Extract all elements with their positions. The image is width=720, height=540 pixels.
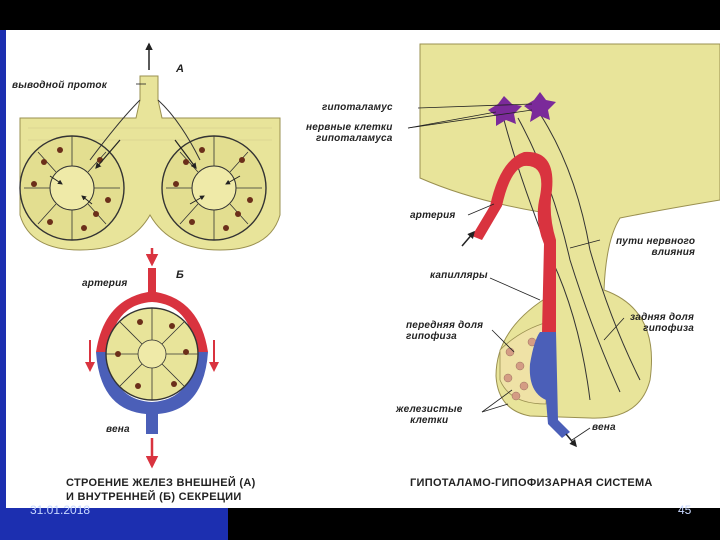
exocrine-gland-diagram xyxy=(19,42,281,251)
slide-date: 31.01.2018 xyxy=(30,503,91,517)
label-nerve-paths: пути нервного влияния xyxy=(616,236,696,258)
label-artery-b: артерия xyxy=(82,278,128,289)
label-anterior-lobe: передняя доля гипофиза xyxy=(406,320,484,342)
right-caption: ГИПОТАЛАМО-ГИПОФИЗАРНАЯ СИСТЕМА xyxy=(410,477,653,489)
label-vein-right: вена xyxy=(592,422,616,433)
label-posterior-lobe: задняя доля гипофиза xyxy=(630,312,695,334)
label-glandular-cells: железистые клетки xyxy=(396,404,463,426)
label-excretory-duct: выводной проток xyxy=(12,80,107,91)
label-nerve-cells: нервные клетки гипоталамуса xyxy=(306,122,393,144)
label-vein-b: вена xyxy=(106,424,130,435)
label-hypothalamus: гипоталамус xyxy=(322,102,393,113)
hypothalamus-pituitary-diagram xyxy=(407,43,720,448)
bottom-left-blue xyxy=(0,508,228,540)
endocrine-gland-diagram xyxy=(85,248,219,469)
slide-number: 45 xyxy=(678,503,692,517)
left-caption: СТРОЕНИЕ ЖЕЛЕЗ ВНЕШНЕЙ (А) И ВНУТРЕННЕЙ … xyxy=(66,477,256,503)
label-capillaries: капилляры xyxy=(430,270,488,281)
label-letter-b: Б xyxy=(176,269,184,281)
label-artery-right: артерия xyxy=(410,210,456,221)
label-letter-a: А xyxy=(176,63,185,75)
